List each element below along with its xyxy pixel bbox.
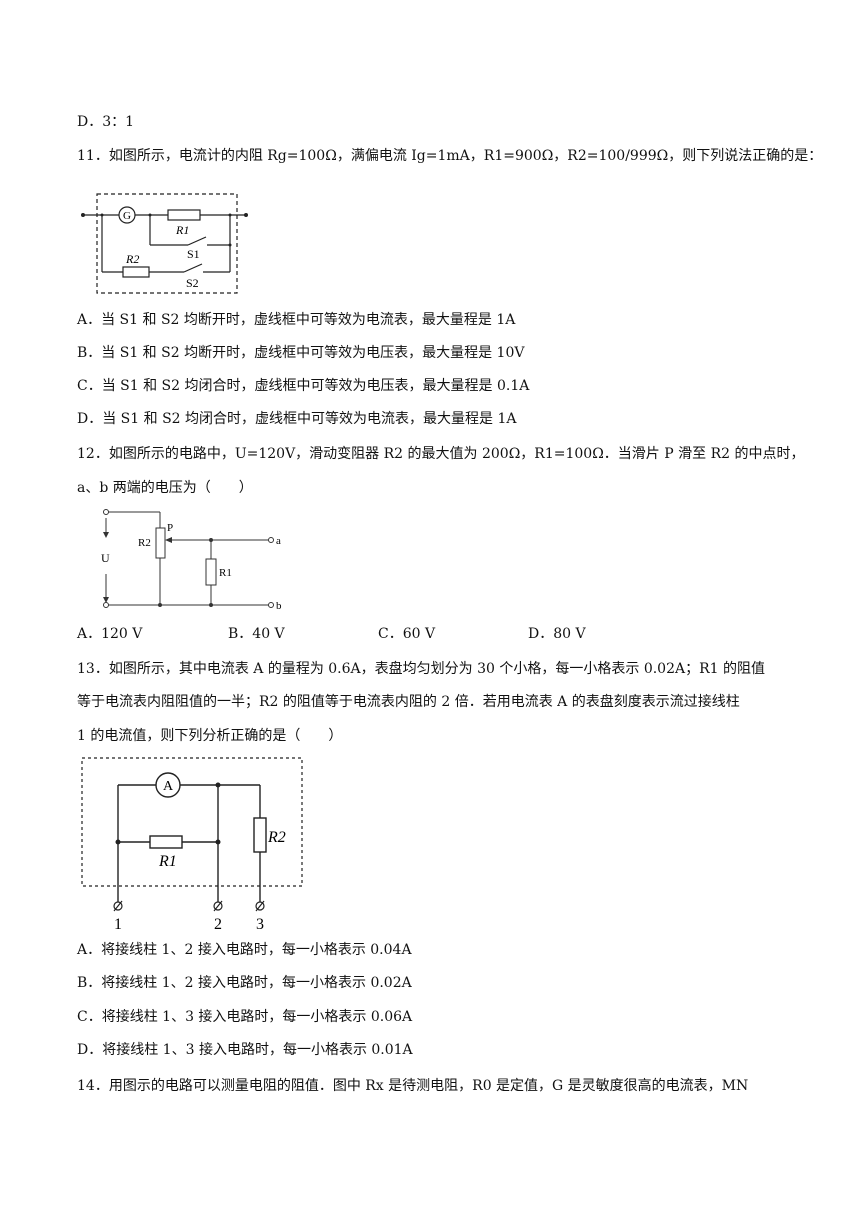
q11-g-label: G xyxy=(123,210,131,222)
q13-stem-line3: 1 的电流值，则下列分析正确的是（ ） xyxy=(77,728,343,744)
q12-circuit-figure: U R2 P a b R1 xyxy=(96,504,286,618)
q13-option-b: B．将接线柱 1、2 接入电路时，每一小格表示 0.02A xyxy=(77,975,412,991)
q11-option-d: D．当 S1 和 S2 均闭合时，虚线框中可等效为电流表，最大量程是 1A xyxy=(77,411,517,427)
q13-option-c: C．将接线柱 1、3 接入电路时，每一小格表示 0.06A xyxy=(77,1009,413,1025)
q12-option-c: C．60 V xyxy=(378,626,436,642)
q13-terminal-3: 3 xyxy=(256,916,264,933)
q11-option-c: C．当 S1 和 S2 均闭合时，虚线框中可等效为电压表，最大量程是 0.1A xyxy=(77,378,530,394)
q11-stem: 11．如图所示，电流计的内阻 Rg=100Ω，满偏电流 Ig=1mA，R1=90… xyxy=(77,148,823,164)
q13-stem-line1: 13．如图所示，其中电流表 A 的量程为 0.6A，表盘均匀划分为 30 个小格… xyxy=(77,661,765,677)
q13-stem-line2: 等于电流表内阻阻值的一半；R2 的阻值等于电流表内阻的 2 倍．若用电流表 A … xyxy=(77,694,740,710)
q11-option-a: A．当 S1 和 S2 均断开时，虚线框中可等效为电流表，最大量程是 1A xyxy=(77,312,516,328)
q12-stem-line1: 12．如图所示的电路中，U=120V，滑动变阻器 R2 的最大值为 200Ω，R… xyxy=(77,446,805,462)
q12-r1-label: R1 xyxy=(219,567,232,579)
q11-r2-label: R2 xyxy=(125,252,139,266)
q12-option-b: B．40 V xyxy=(228,626,285,642)
q12-r2-label: R2 xyxy=(138,537,151,549)
q12-b-label: b xyxy=(276,600,282,612)
q13-r2-label: R2 xyxy=(267,829,286,846)
q11-s2-label: S2 xyxy=(186,276,199,290)
q13-option-a: A．将接线柱 1、2 接入电路时，每一小格表示 0.04A xyxy=(77,942,412,958)
q12-option-a: A．120 V xyxy=(77,626,143,642)
q10-option-d: D．3：1 xyxy=(77,114,135,130)
q13-circuit-figure: A R2 R1 1 2 3 xyxy=(80,756,310,938)
q12-p-label: P xyxy=(167,522,173,534)
q12-options: A．120 V B．40 V C．60 V D．80 V xyxy=(77,624,586,644)
q12-option-d: D．80 V xyxy=(528,626,586,642)
q13-ammeter-label: A xyxy=(163,779,174,794)
q11-circuit-figure: G R1 S1 R2 S2 xyxy=(80,188,260,302)
q14-stem: 14．用图示的电路可以测量电阻的阻值．图中 Rx 是待测电阻，R0 是定值，G … xyxy=(77,1078,749,1094)
q13-terminal-2: 2 xyxy=(214,916,222,933)
q12-u-label: U xyxy=(101,551,110,565)
q11-option-b: B．当 S1 和 S2 均断开时，虚线框中可等效为电压表，最大量程是 10V xyxy=(77,345,525,361)
q11-r1-label: R1 xyxy=(175,223,189,237)
q12-stem-line2: a、b 两端的电压为（ ） xyxy=(77,480,253,496)
q13-r1-label: R1 xyxy=(158,853,177,870)
q11-s1-label: S1 xyxy=(187,247,200,261)
q13-terminal-1: 1 xyxy=(114,916,122,933)
q13-option-d: D．将接线柱 1、3 接入电路时，每一小格表示 0.01A xyxy=(77,1042,413,1058)
q12-a-label: a xyxy=(276,535,281,547)
